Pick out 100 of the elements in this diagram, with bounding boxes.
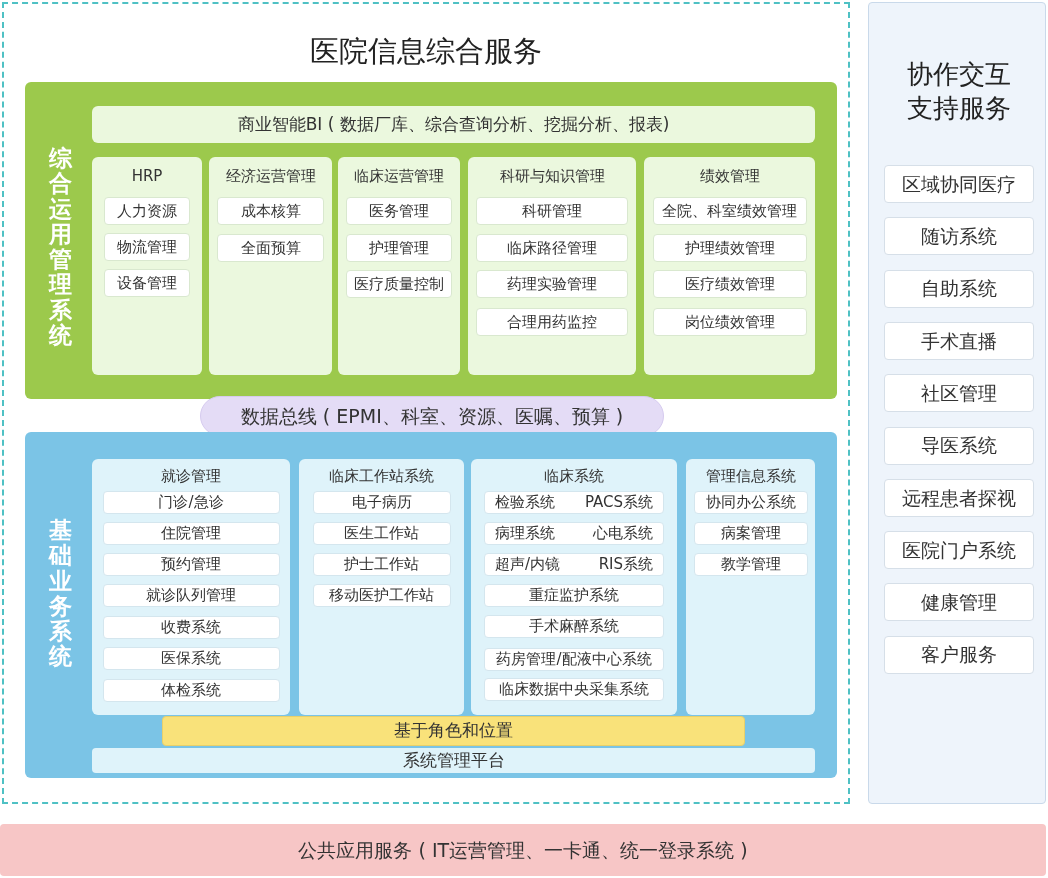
item-label: 门诊/急诊 [157,492,225,514]
item-label: 全面预算 [240,237,301,259]
item-label: 教学管理 [719,554,782,576]
item-label: 随访系统 [921,224,997,250]
module-item [102,647,280,670]
frame-heading: 医院信息综合服务 [309,33,543,70]
module-item [104,197,190,225]
platform-bar [92,748,815,773]
card-heading: 临床系统 [543,466,605,487]
module-card [299,459,464,715]
module-item [346,197,452,225]
item-label: 医生工作站 [343,523,420,545]
module-item [476,197,628,225]
service-item [884,426,1034,465]
item-label: 基于角色和位置 [394,719,513,743]
item-label: 物流管理 [117,236,177,258]
module-item [102,491,280,514]
module-item [476,308,628,336]
item-label: 医保系统 [160,648,222,670]
item-label: 检验系统 [495,492,555,514]
service-item [884,269,1034,308]
item-label: 数据总线 ( EPMI、科室、资源、医嘱、预算 ) [240,403,624,429]
module-item [693,553,808,576]
module-item [102,584,280,607]
item-label: 全院、科室绩效管理 [662,200,797,222]
item-label: 就诊队列管理 [145,585,237,607]
item-label: 心电系统 [593,523,653,545]
item-label: 自助系统 [921,276,997,302]
item-label: 手术麻醉系统 [528,616,620,638]
module-card [338,157,460,375]
module-item [104,233,190,261]
item-label: 病案管理 [719,523,782,545]
module-item [652,308,807,336]
item-label: RIS系统 [598,554,653,576]
card-heading: 临床运营管理 [353,166,445,187]
module-item [484,615,664,638]
card-heading: 就诊管理 [160,466,222,487]
module-card [686,459,815,715]
module-card [644,157,815,375]
item-label: 远程患者探视 [902,485,1016,511]
service-item [884,583,1034,622]
module-item [102,616,280,639]
module-item [312,491,451,514]
item-label: 病理系统 [495,523,555,545]
item-label: 合理用药监控 [507,311,597,333]
item-label: 护理管理 [369,237,429,259]
item-label: 系统管理平台 [402,748,505,772]
section-panel [25,82,837,399]
item-label: 医疗质量控制 [354,273,444,295]
module-item [484,553,664,576]
dashed-frame [2,2,850,804]
item-label: 临床路径管理 [507,237,597,259]
module-card [468,157,636,375]
role-bar [162,716,745,746]
module-item [476,234,628,262]
service-item [884,217,1034,256]
item-label: 医院门户系统 [902,537,1016,563]
item-label: 人力资源 [117,200,177,222]
module-item [312,553,451,576]
item-label: 协同办公系统 [704,492,797,514]
module-item [312,584,451,607]
item-label: 导医系统 [921,433,997,459]
module-item [102,522,280,545]
module-card [92,459,290,715]
service-item [884,165,1034,203]
module-item [484,491,664,514]
item-label: 收费系统 [160,617,222,639]
module-item [476,270,628,298]
item-label: 手术直播 [921,328,997,354]
panel-title: 协作交互支持服务 [906,58,1012,125]
module-item [104,269,190,297]
module-item [652,197,807,225]
card-heading: 临床工作站系统 [328,466,435,487]
item-label: 设备管理 [117,272,177,294]
vertical-section-label: 综合运用管理系统 [49,146,72,349]
module-item [102,553,280,576]
service-item [884,374,1034,413]
module-item [102,679,280,702]
module-item [346,270,452,298]
module-item [312,522,451,545]
module-item [217,197,324,225]
module-card [92,157,202,375]
item-label: 预约管理 [160,554,222,576]
service-item [884,478,1034,517]
item-label: 社区管理 [921,380,997,406]
item-label: 护理绩效管理 [684,237,775,259]
item-label: 护士工作站 [343,554,420,576]
module-item [693,491,808,514]
side-panel [868,2,1046,804]
item-label: 药理实验管理 [507,273,597,295]
section-panel [25,432,837,778]
card-heading: 管理信息系统 [704,466,797,487]
item-label: 移动医护工作站 [328,585,435,607]
item-label: 医疗绩效管理 [684,273,775,295]
item-label: 超声/内镜 [495,554,561,576]
service-item [884,321,1034,360]
card-heading: 绩效管理 [698,166,761,187]
item-label: 公共应用服务 ( IT运营管理、一卡通、统一登录系统 ) [298,837,748,863]
module-card [471,459,677,715]
bi-bar [92,106,815,143]
